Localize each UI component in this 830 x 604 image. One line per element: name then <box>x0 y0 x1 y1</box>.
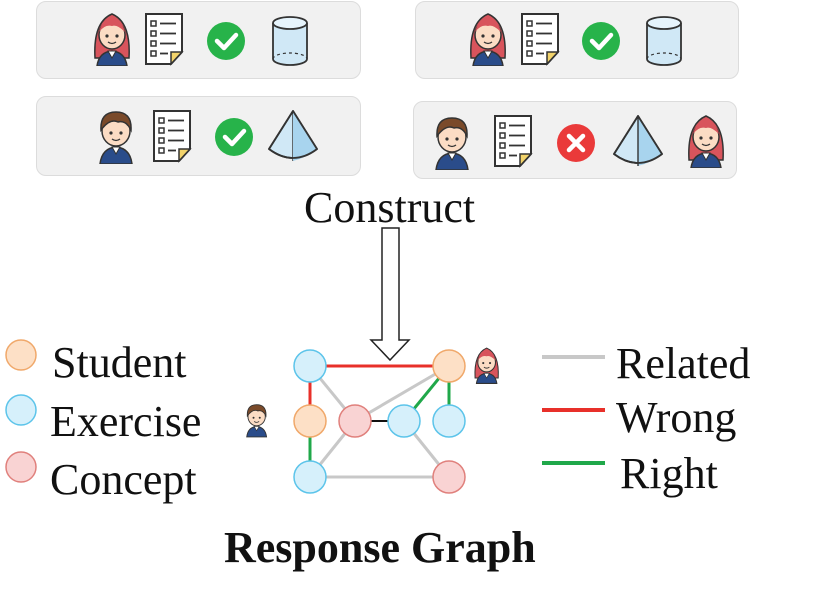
legend-label-wrong: Wrong <box>616 393 737 442</box>
graph-node-student <box>432 349 466 383</box>
female-student-icon <box>474 347 499 384</box>
male-student-icon <box>246 404 268 438</box>
construct-label: Construct <box>304 183 476 232</box>
female-student-icon <box>89 8 135 71</box>
legend-concept-circle <box>5 451 37 483</box>
legend-label-related: Related <box>616 339 751 388</box>
graph-node-concept <box>432 460 466 494</box>
cone-concept-icon <box>266 109 320 170</box>
male-student-icon <box>430 112 474 175</box>
correct-check-icon <box>581 21 621 66</box>
cone-concept-icon <box>611 114 665 175</box>
legend-label-concept: Concept <box>50 455 197 504</box>
legend-label-student: Student <box>52 338 187 387</box>
record-card-3 <box>36 96 361 176</box>
exercise-sheet-icon <box>143 12 185 71</box>
graph-node-exercise <box>432 404 466 438</box>
correct-check-icon <box>214 117 254 162</box>
graph-node-exercise <box>293 460 327 494</box>
record-card-1 <box>36 1 361 79</box>
cylinder-concept-icon <box>645 14 683 73</box>
correct-check-icon <box>206 21 246 66</box>
construct-arrow <box>369 227 411 362</box>
cylinder-concept-icon <box>271 14 309 73</box>
female-student-icon <box>683 110 729 173</box>
legend-label-right: Right <box>620 449 718 498</box>
legend-student-circle <box>5 339 37 371</box>
graph-node-exercise <box>387 404 421 438</box>
exercise-sheet-icon <box>151 109 193 168</box>
graph-node-concept <box>338 404 372 438</box>
legend-exercise-circle <box>5 394 37 426</box>
male-student-icon <box>94 106 138 169</box>
wrong-cross-icon <box>556 123 596 168</box>
graph-title: Response Graph <box>224 523 536 572</box>
record-card-4 <box>413 101 737 179</box>
exercise-sheet-icon <box>519 12 561 71</box>
legend-label-exercise: Exercise <box>50 397 202 446</box>
female-student-icon <box>465 8 511 71</box>
graph-node-student <box>293 404 327 438</box>
record-card-2 <box>415 1 739 79</box>
graph-edge-related <box>354 364 450 423</box>
graph-node-exercise <box>293 349 327 383</box>
exercise-sheet-icon <box>492 114 534 173</box>
